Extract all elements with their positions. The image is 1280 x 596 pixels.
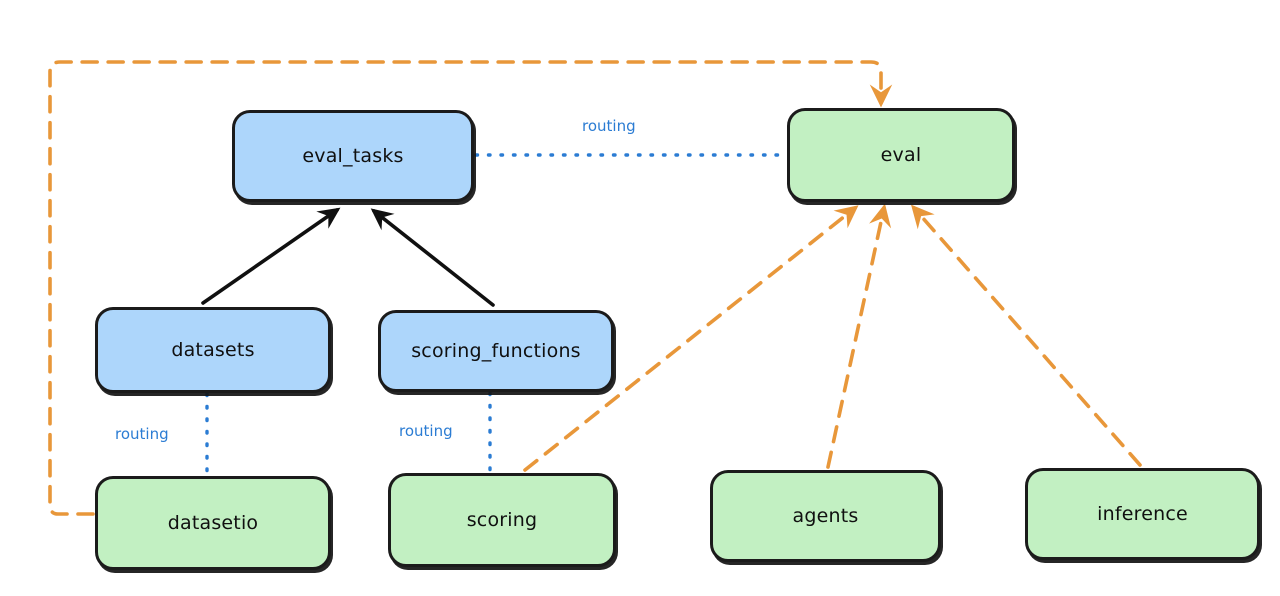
node-agents-label: agents bbox=[792, 504, 859, 527]
edge-label-routing-eval: routing bbox=[579, 117, 639, 135]
node-datasets[interactable]: datasets bbox=[95, 307, 331, 393]
node-inference[interactable]: inference bbox=[1025, 468, 1260, 560]
node-datasets-label: datasets bbox=[171, 338, 255, 361]
edge-label-routing-datasets: routing bbox=[112, 425, 172, 443]
node-scoring-functions-label: scoring_functions bbox=[411, 339, 581, 362]
edge-label-routing-scoring: routing bbox=[396, 422, 456, 440]
node-eval[interactable]: eval bbox=[787, 108, 1015, 202]
node-inference-label: inference bbox=[1097, 502, 1188, 525]
node-scoring-label: scoring bbox=[466, 508, 538, 531]
node-datasetio-label: datasetio bbox=[167, 511, 259, 534]
node-scoring[interactable]: scoring bbox=[388, 473, 616, 567]
edge-scoring-to-eval bbox=[523, 205, 859, 472]
edge-scoring-functions-to-eval-tasks bbox=[370, 208, 495, 307]
node-agents[interactable]: agents bbox=[710, 470, 941, 562]
edge-inference-to-eval bbox=[911, 204, 1142, 467]
node-scoring-functions[interactable]: scoring_functions bbox=[378, 310, 614, 392]
node-eval-label: eval bbox=[880, 143, 922, 166]
node-datasetio[interactable]: datasetio bbox=[95, 476, 331, 570]
node-eval-tasks[interactable]: eval_tasks bbox=[232, 110, 474, 202]
node-eval-tasks-label: eval_tasks bbox=[302, 144, 404, 167]
edge-datasetio-to-eval bbox=[48, 60, 893, 516]
edge-agents-to-eval bbox=[826, 203, 892, 469]
edge-datasets-to-eval-tasks bbox=[201, 207, 341, 305]
